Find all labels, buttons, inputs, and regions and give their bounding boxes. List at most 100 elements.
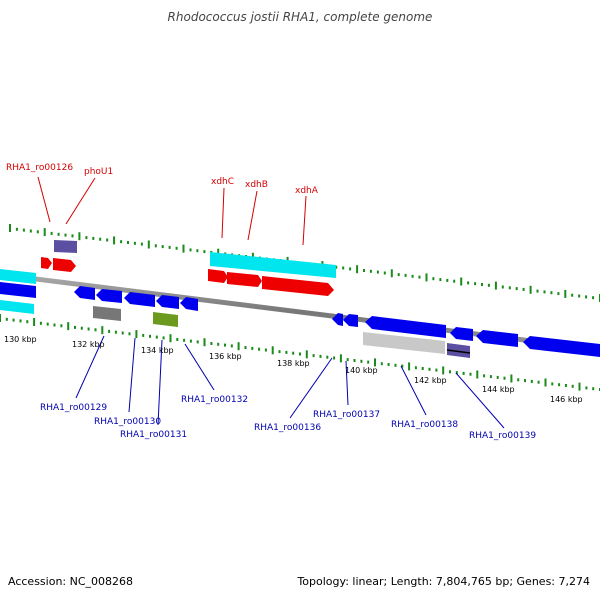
gene-blue-b[interactable]	[156, 295, 179, 309]
minor-tick	[503, 376, 506, 380]
minor-tick	[46, 322, 49, 326]
gene-blue-long[interactable]	[365, 316, 446, 338]
gene-xdhc[interactable]	[208, 269, 228, 283]
gene-cyan-feature[interactable]	[210, 252, 336, 278]
connector-rha1-ro00131	[157, 339, 163, 426]
minor-tick	[149, 334, 151, 338]
minor-tick	[19, 319, 22, 323]
minor-tick	[85, 236, 88, 240]
minor-tick	[469, 372, 472, 376]
gene-rha1-ro00126[interactable]	[54, 240, 77, 253]
minor-tick	[585, 386, 588, 390]
label-rha1-ro00131[interactable]: RHA1_ro00131	[120, 430, 187, 440]
minor-tick	[22, 228, 25, 232]
label-xdha[interactable]: xdhA	[295, 186, 319, 196]
major-tick	[356, 265, 359, 274]
minor-tick	[346, 358, 349, 362]
minor-tick	[489, 375, 492, 379]
scale-label: 134 kbp	[141, 346, 174, 355]
gene-xdhb[interactable]	[227, 272, 262, 287]
minor-tick	[360, 359, 363, 363]
major-tick	[494, 281, 497, 290]
minor-tick	[414, 366, 417, 370]
minor-tick	[299, 352, 301, 356]
minor-tick	[114, 330, 117, 334]
minor-tick	[571, 384, 574, 388]
label-rha1-ro00136[interactable]: RHA1_ro00136	[254, 423, 321, 433]
label-rha1-ro00132[interactable]: RHA1_ro00132	[181, 395, 248, 405]
minor-tick	[106, 238, 109, 242]
minor-tick	[369, 269, 372, 273]
minor-tick	[515, 287, 518, 291]
forward-strand-genes	[0, 240, 336, 296]
minor-tick	[335, 265, 338, 269]
gene-blue-d[interactable]	[450, 327, 473, 341]
minor-tick	[26, 320, 29, 324]
minor-tick	[285, 350, 288, 354]
major-tick	[339, 354, 342, 363]
gene-rha1-ro00131[interactable]	[153, 312, 178, 327]
minor-tick	[133, 241, 136, 245]
minor-tick	[404, 273, 407, 277]
minor-tick	[196, 249, 199, 253]
label-rha1-ro00137[interactable]: RHA1_ro00137	[313, 410, 380, 420]
label-rha1-ro00139[interactable]: RHA1_ro00139	[469, 431, 536, 441]
gene-gray-small[interactable]	[93, 306, 121, 321]
label-rha1-ro00130[interactable]: RHA1_ro00130	[94, 417, 161, 427]
accession-text: Accession: NC_008268	[8, 575, 134, 588]
minor-tick	[196, 340, 199, 344]
left-cyan-feature[interactable]	[0, 269, 36, 284]
label-xdhc[interactable]: xdhC	[211, 177, 234, 187]
minor-tick	[140, 242, 143, 246]
minor-tick	[592, 387, 595, 391]
minor-tick	[87, 327, 90, 331]
minor-tick	[162, 336, 165, 340]
gene-phou1[interactable]	[53, 258, 76, 272]
scale-label: 138 kbp	[277, 359, 310, 368]
label-rha1-ro00126[interactable]: RHA1_ro00126	[6, 163, 73, 173]
minor-tick	[383, 271, 386, 275]
minor-tick	[333, 356, 336, 360]
minor-tick	[127, 241, 129, 244]
major-tick	[425, 273, 428, 282]
scale-label: 140 kbp	[345, 366, 378, 375]
gene-rha1-ro00139[interactable]	[447, 343, 470, 358]
gene-xdha[interactable]	[262, 276, 334, 296]
major-tick	[101, 326, 104, 335]
minor-tick	[258, 347, 261, 351]
minor-tick	[168, 245, 171, 249]
connector-xdha	[302, 195, 307, 246]
left-reverse-gene[interactable]	[0, 282, 36, 298]
minor-tick	[64, 233, 67, 237]
minor-tick	[278, 350, 281, 354]
left-cyan-lower[interactable]	[0, 300, 34, 314]
minor-tick	[203, 250, 206, 254]
minor-tick	[517, 378, 520, 382]
gene-rha1-ro00136[interactable]	[332, 313, 343, 326]
gene-arrow-small[interactable]	[41, 257, 52, 269]
gene-blue-e[interactable]	[476, 330, 518, 347]
minor-tick	[432, 277, 435, 281]
label-rha1-ro00138[interactable]: RHA1_ro00138	[391, 420, 458, 430]
label-phou1[interactable]: phoU1	[84, 167, 113, 177]
minor-tick	[183, 338, 186, 342]
major-tick	[33, 318, 36, 326]
label-rha1-ro00129[interactable]: RHA1_ro00129	[40, 403, 107, 413]
minor-tick	[176, 338, 179, 341]
gene-rha1-ro00129[interactable]	[74, 286, 95, 300]
minor-tick	[363, 269, 365, 272]
scale-label: 144 kbp	[482, 385, 515, 394]
gene-rha1-ro00139-stripe	[446, 349, 471, 354]
label-connectors	[37, 176, 505, 429]
gene-blue-c[interactable]	[180, 297, 198, 311]
gene-rha1-ro00137[interactable]	[343, 314, 358, 327]
major-tick	[374, 358, 376, 367]
major-tick	[408, 362, 411, 371]
minor-tick	[94, 328, 97, 332]
gene-rha1-ro00130[interactable]	[96, 289, 122, 303]
gene-blue-right[interactable]	[523, 336, 600, 357]
gene-rha1-ro00138[interactable]	[363, 332, 445, 354]
label-xdhb[interactable]: xdhB	[245, 180, 268, 190]
gene-blue-a[interactable]	[124, 292, 155, 307]
minor-tick	[537, 380, 540, 384]
